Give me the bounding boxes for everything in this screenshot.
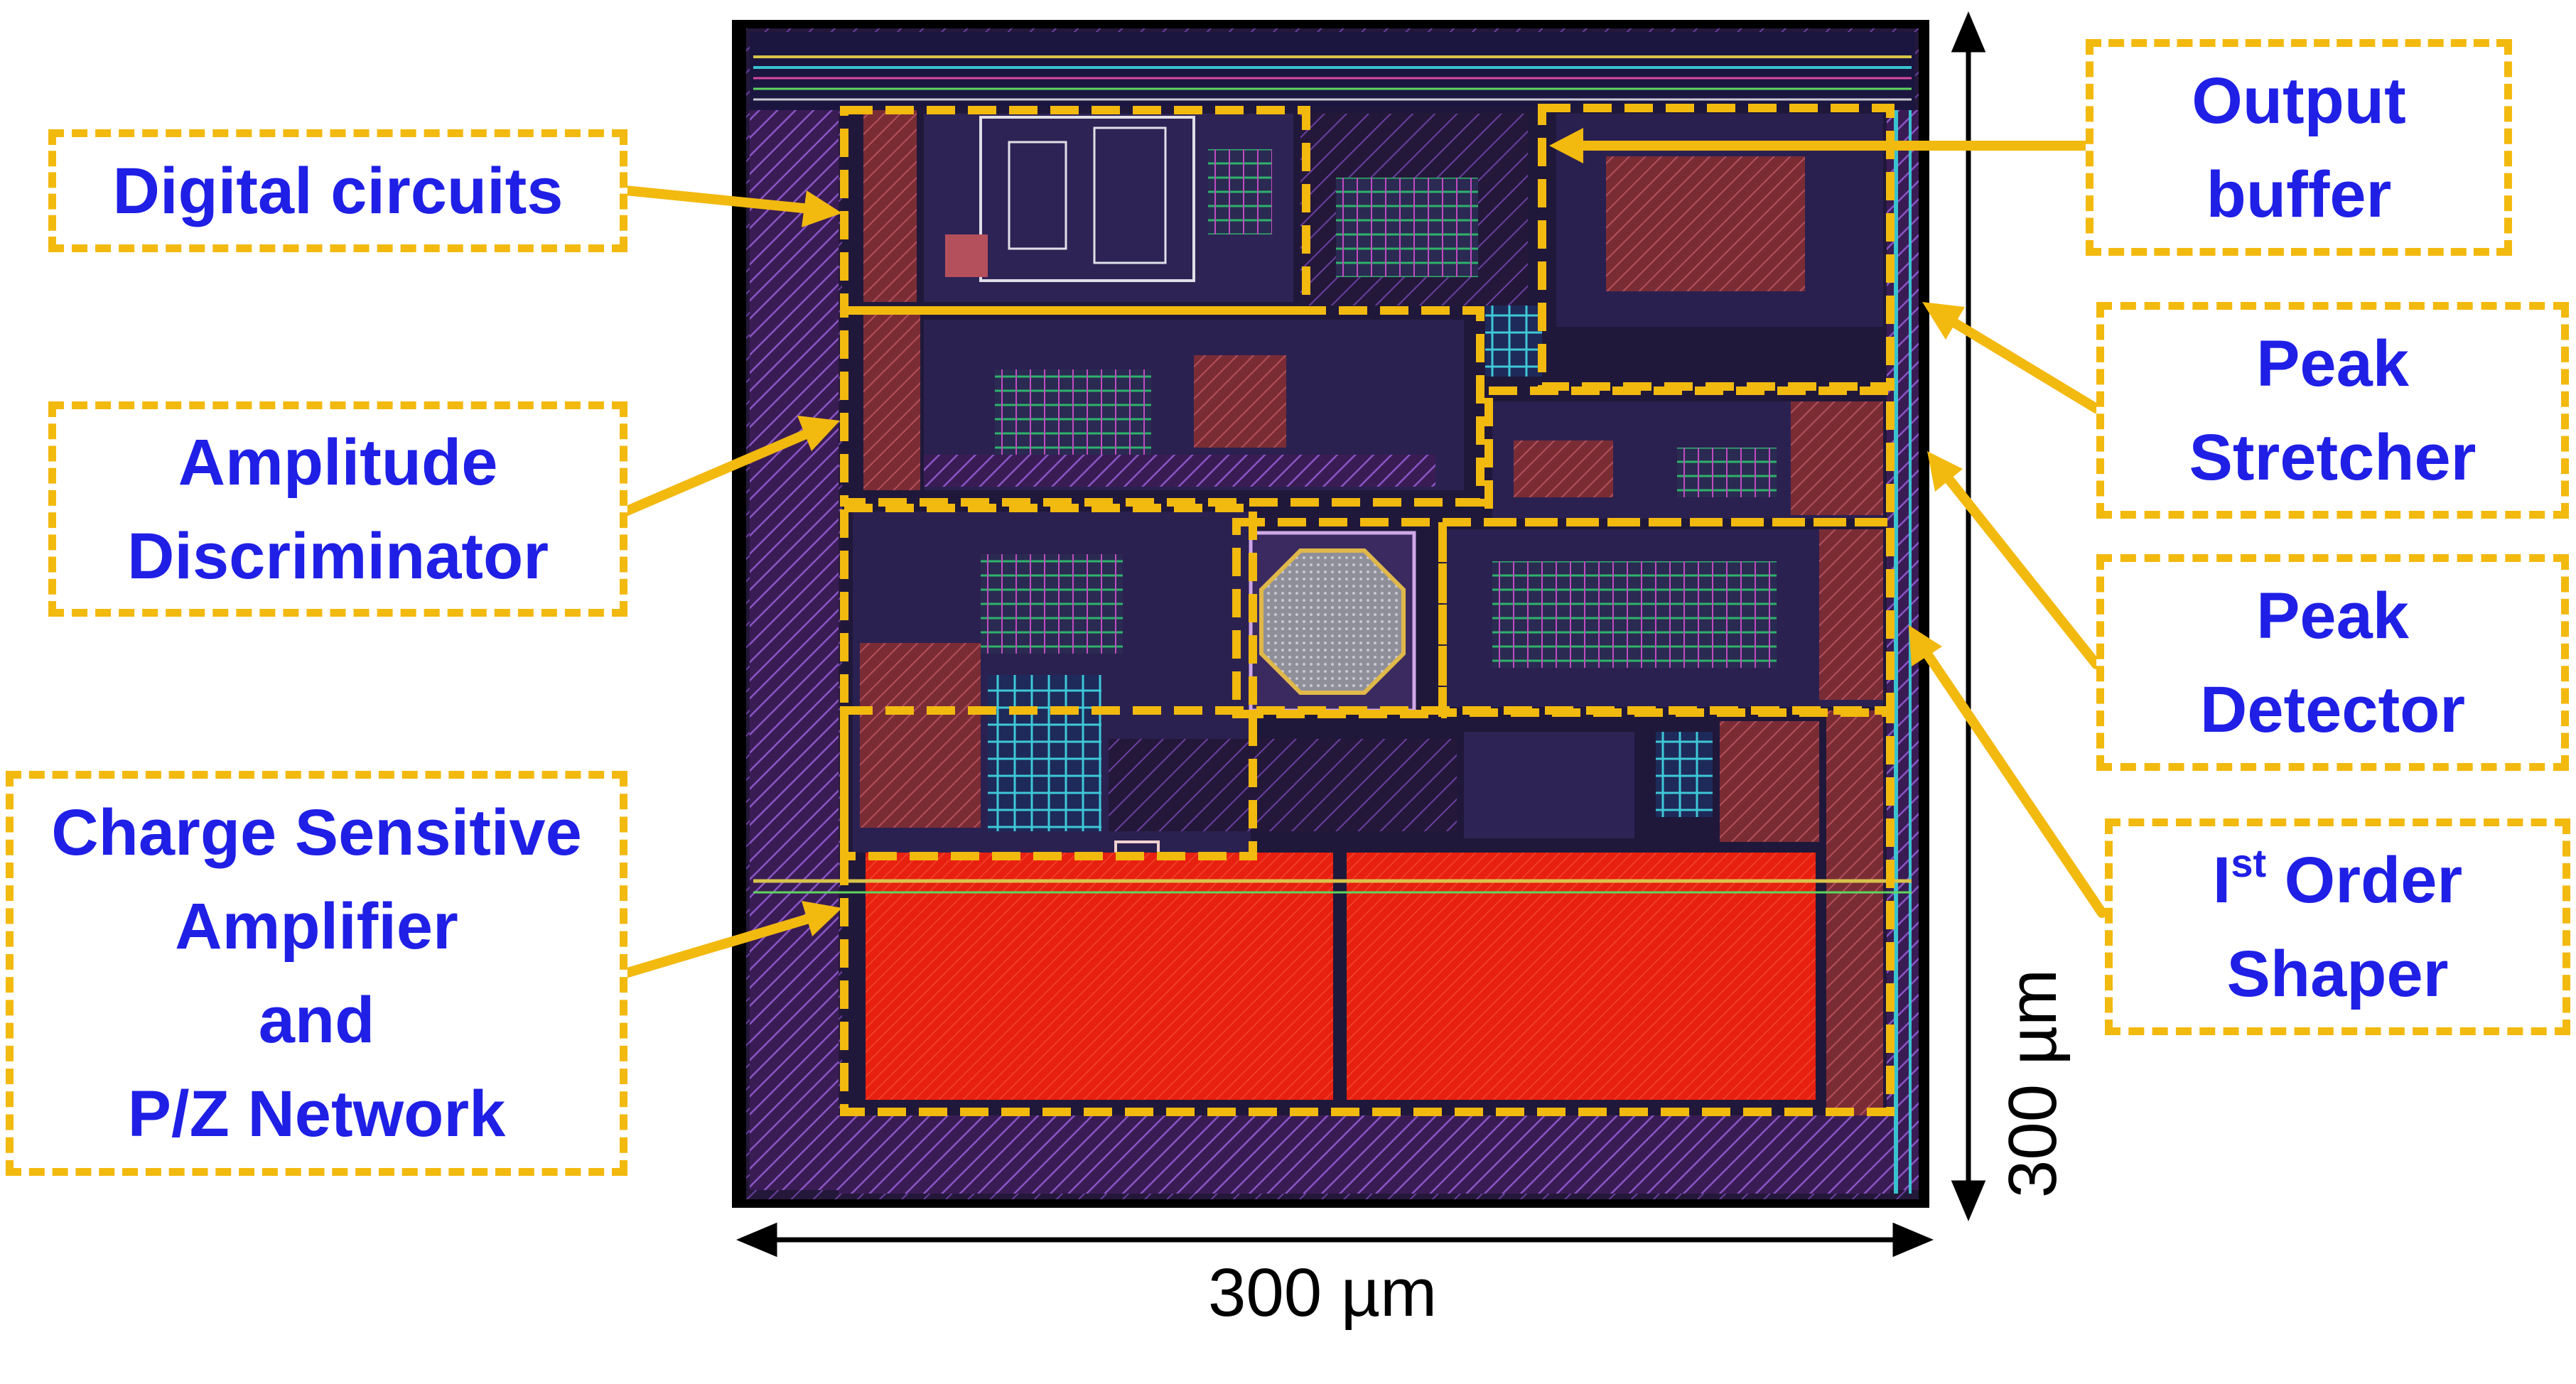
arrow-shaper: [1917, 642, 2107, 918]
csa-block: [853, 512, 1883, 1115]
label-csa-line3: and: [258, 984, 375, 1056]
top-routing-band: [750, 32, 1915, 110]
arrow-amplitude: [620, 425, 821, 517]
label-shaper-superscript: st: [2231, 840, 2267, 885]
region-csa: [840, 504, 1257, 860]
callout-arrows: [620, 128, 2107, 978]
amplitude-discriminator-block: [863, 313, 1464, 490]
octagon-pad: [1259, 548, 1406, 695]
label-shaper-line2: Shaper: [2226, 937, 2449, 1010]
label-stretcher-line1: Peak: [2256, 327, 2409, 400]
label-shaper-order: Order: [2266, 843, 2463, 917]
label-shaper-roman: I: [2212, 843, 2231, 917]
region-center: [1232, 518, 1447, 718]
arrow-detector: [1939, 467, 2101, 669]
label-amplitude-discriminator: Amplitude Discriminator: [48, 401, 627, 617]
label-digital-line1: Digital circuits: [112, 154, 564, 227]
label-detector-line1: Peak: [2256, 579, 2409, 652]
label-output-buffer: Output buffer: [2086, 39, 2512, 256]
region-outlines: [840, 104, 1895, 1116]
bottom-rail: [839, 1115, 1890, 1194]
arrow-stretcher: [1939, 311, 2101, 413]
label-csa-line1: Charge Sensitive: [51, 796, 582, 869]
label-detector-line2: Detector: [2199, 673, 2466, 746]
label-output-line1: Output: [2192, 64, 2406, 137]
height-dimension-arrow: [1951, 11, 1986, 1221]
label-charge-sensitive-amplifier: Charge Sensitive Amplifier and P/Z Netwo…: [6, 771, 627, 1176]
digital-block: [863, 110, 1528, 306]
label-peak-detector: Peak Detector: [2096, 554, 2569, 771]
capacitor-left: [866, 853, 1333, 1100]
label-shaper-line1: Ist Order: [2213, 833, 2462, 927]
height-dimension-label: 300 µm: [1995, 968, 2071, 1199]
label-amplitude-line1: Amplitude: [178, 426, 498, 499]
width-dimension-label: 300 µm: [1208, 1255, 1438, 1331]
region-peak-stretcher: [1484, 386, 1895, 526]
label-csa-line4: P/Z Network: [127, 1078, 506, 1150]
label-first-order-shaper: Ist Order Shaper: [2105, 818, 2570, 1035]
width-dimension-arrow: [736, 1222, 1934, 1258]
label-output-line2: buffer: [2206, 158, 2392, 231]
arrow-digital: [620, 185, 822, 215]
label-digital-circuits: Digital circuits: [48, 129, 627, 252]
label-csa-line2: Amplifier: [175, 890, 458, 963]
left-rail: [750, 110, 839, 1190]
label-amplitude-line2: Discriminator: [126, 519, 549, 593]
peak-detector-block: [1443, 529, 1883, 707]
peak-stretcher-block: [1492, 401, 1883, 519]
label-peak-stretcher: Peak Stretcher: [2096, 302, 2569, 519]
arrow-csa: [620, 912, 821, 978]
label-stretcher-line2: Stretcher: [2189, 421, 2477, 494]
capacitor-right: [1347, 853, 1816, 1100]
